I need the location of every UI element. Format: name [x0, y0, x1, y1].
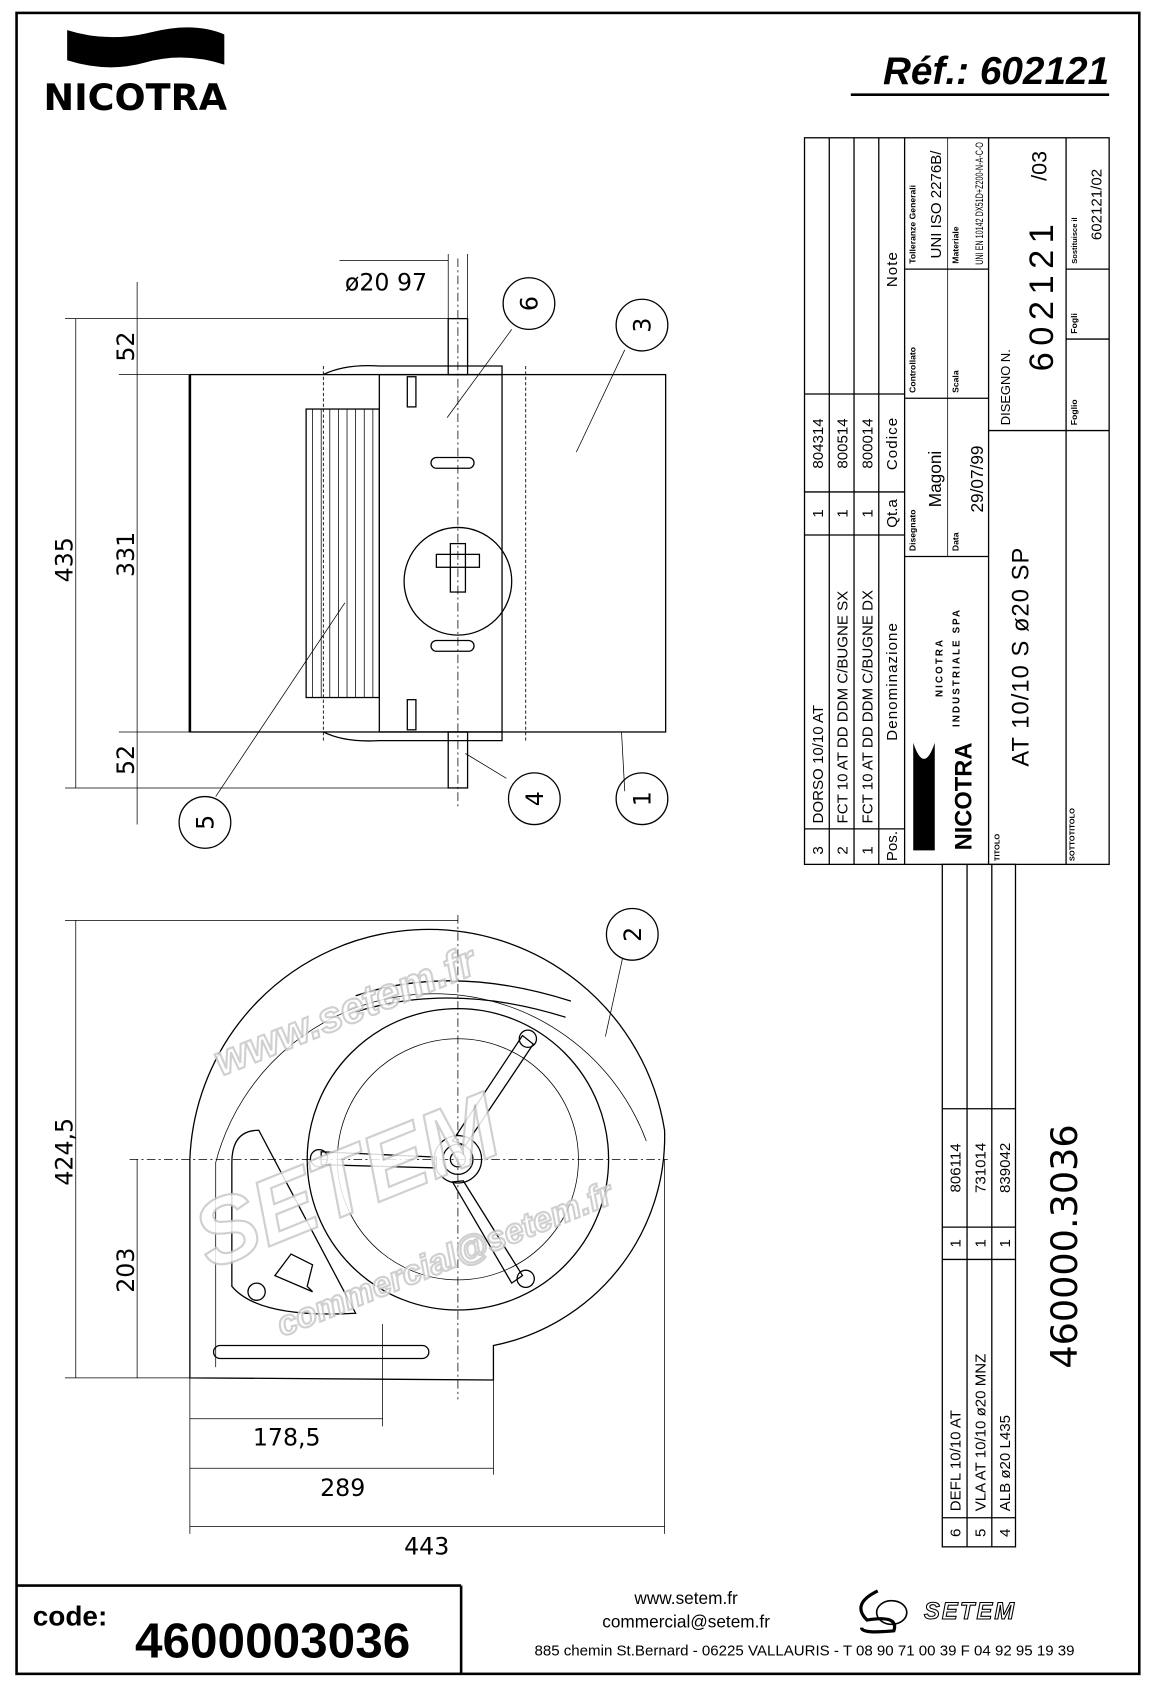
top-view-dimensions — [65, 254, 468, 825]
svg-text:6: 6 — [948, 1529, 965, 1537]
part-pos: 2 — [835, 846, 852, 854]
svg-text:4: 4 — [997, 1529, 1014, 1537]
nicotra-logo: NICOTRA — [43, 27, 228, 119]
title-block — [803, 137, 1110, 866]
dim-52-top: 52 — [112, 332, 140, 362]
svg-text:Foglio: Foglio — [1069, 399, 1079, 425]
dim-52-bottom: 52 — [112, 745, 140, 775]
svg-text:VLA AT 10/10 ø20 MNZ: VLA AT 10/10 ø20 MNZ — [972, 1354, 989, 1512]
svg-text:Materiale: Materiale — [950, 226, 960, 264]
drawing-revision: /03 — [1028, 151, 1052, 181]
dim-289: 289 — [320, 1474, 365, 1502]
shaft-diameter: ø20 97 — [345, 269, 427, 297]
code-value: 4600003036 — [135, 1614, 410, 1669]
front-view-dimensions — [65, 919, 665, 1534]
header-note: Note — [884, 251, 901, 287]
header-pos: Pos. — [884, 831, 901, 861]
svg-text:DISEGNO N.: DISEGNO N. — [998, 349, 1013, 425]
callout-1: 1 — [615, 772, 669, 826]
dim-178-5: 178,5 — [253, 1424, 321, 1452]
part-name: FCT 10 AT DD DDM C/BUGNE SX — [835, 591, 852, 824]
svg-text:602121/02: 602121/02 — [1089, 169, 1106, 240]
svg-text:1: 1 — [629, 791, 657, 806]
drawing-number: 602121 — [1023, 218, 1061, 372]
callout-lines — [215, 329, 626, 1037]
part-code: 804314 — [810, 418, 827, 468]
svg-text:1: 1 — [948, 1239, 965, 1247]
svg-text:UNI ISO 2276B/: UNI ISO 2276B/ — [928, 150, 945, 259]
part-code: 800514 — [835, 418, 852, 468]
brand-name: NICOTRA — [43, 76, 227, 119]
svg-text:2: 2 — [619, 927, 647, 942]
header-name: Denominazione — [884, 622, 901, 741]
part-qty: 1 — [859, 509, 876, 517]
callout-5: 5 — [178, 795, 232, 849]
top-view — [188, 258, 667, 808]
website-link[interactable]: www.setem.fr — [633, 1588, 738, 1608]
drawing-title: AT 10/10 S ø20 SP — [1008, 547, 1034, 767]
svg-text:SOTTOTITOLO: SOTTOTITOLO — [1068, 808, 1077, 861]
svg-text:Data: Data — [950, 532, 960, 551]
svg-text:INDUSTRIALE SPA: INDUSTRIALE SPA — [952, 608, 963, 727]
part-qty: 1 — [810, 509, 827, 517]
svg-text:731014: 731014 — [972, 1143, 989, 1193]
dim-435: 435 — [51, 537, 79, 582]
svg-text:1: 1 — [997, 1239, 1014, 1247]
address: 885 chemin St.Bernard - 06225 VALLAURIS … — [534, 1643, 1074, 1660]
svg-text:4: 4 — [521, 791, 549, 806]
svg-text:1: 1 — [972, 1239, 989, 1247]
article-code-vertical: 460000.3036 — [1043, 1124, 1086, 1368]
header-qty: Qt.a — [884, 499, 901, 528]
title-block-logo: NICOTRA — [913, 743, 977, 851]
front-view — [129, 914, 668, 1400]
code-label: code: — [33, 1600, 108, 1631]
svg-text:NICOTRA: NICOTRA — [951, 743, 977, 851]
parts-list-top: 3 DORSO 10/10 AT 1 804314 2 FCT 10 AT DD… — [810, 251, 901, 861]
svg-text:SETEM: SETEM — [924, 1599, 1016, 1625]
svg-text:Magoni: Magoni — [925, 451, 945, 507]
dim-443: 443 — [404, 1532, 449, 1560]
svg-text:Sostituisce il: Sostituisce il — [1070, 217, 1079, 263]
reference-number: Réf.: 602121 — [883, 50, 1109, 93]
svg-text:806114: 806114 — [948, 1143, 965, 1192]
part-name: DORSO 10/10 AT — [810, 705, 827, 824]
watermark: www.setem.fr SETEM commercial@setem.fr — [178, 935, 621, 1345]
title-block-info: NICOTRA NICOTRA INDUSTRIALE SPA Disegnat… — [907, 142, 1105, 861]
svg-text:6: 6 — [516, 296, 544, 311]
svg-text:UNI EN 10142 DX51D+Z200-N-A-C-: UNI EN 10142 DX51D+Z200-N-A-C-O — [974, 142, 986, 265]
svg-text:TITOLO: TITOLO — [992, 834, 1001, 862]
svg-text:DEFL 10/10 AT: DEFL 10/10 AT — [948, 1410, 965, 1511]
dim-203: 203 — [112, 1248, 140, 1293]
callout-4: 4 — [507, 772, 561, 826]
header-code: Codice — [884, 417, 901, 470]
callout-2: 2 — [605, 907, 659, 961]
svg-text:Tolleranze Generali: Tolleranze Generali — [907, 185, 917, 264]
setem-logo: SETEM — [859, 1589, 1016, 1634]
svg-text:3: 3 — [629, 318, 657, 333]
svg-text:NICOTRA: NICOTRA — [934, 638, 945, 697]
part-code: 800014 — [859, 418, 876, 468]
sheet-border — [15, 11, 1141, 1676]
email-link[interactable]: commercial@setem.fr — [602, 1612, 770, 1632]
dim-331: 331 — [112, 532, 140, 577]
svg-text:ALB ø20 L435: ALB ø20 L435 — [997, 1415, 1014, 1511]
part-name: FCT 10 AT DD DDM C/BUGNE DX — [859, 590, 876, 824]
svg-text:29/07/99: 29/07/99 — [967, 445, 987, 512]
svg-text:Scala: Scala — [950, 370, 960, 393]
parts-list-bottom: 6 DEFL 10/10 AT 1 806114 5 VLA AT 10/10 … — [941, 863, 1017, 1548]
part-pos: 1 — [859, 846, 876, 854]
svg-text:839042: 839042 — [997, 1143, 1014, 1193]
svg-text:Controllato: Controllato — [907, 347, 917, 393]
dim-424-5: 424,5 — [51, 1118, 79, 1186]
svg-text:Disegnato: Disegnato — [907, 510, 917, 552]
svg-text:5: 5 — [192, 815, 220, 830]
part-qty: 1 — [835, 509, 852, 517]
callout-3: 3 — [615, 298, 669, 352]
svg-text:5: 5 — [972, 1529, 989, 1537]
callout-6: 6 — [502, 277, 556, 331]
part-pos: 3 — [810, 846, 827, 854]
svg-text:Fogli: Fogli — [1069, 313, 1079, 334]
